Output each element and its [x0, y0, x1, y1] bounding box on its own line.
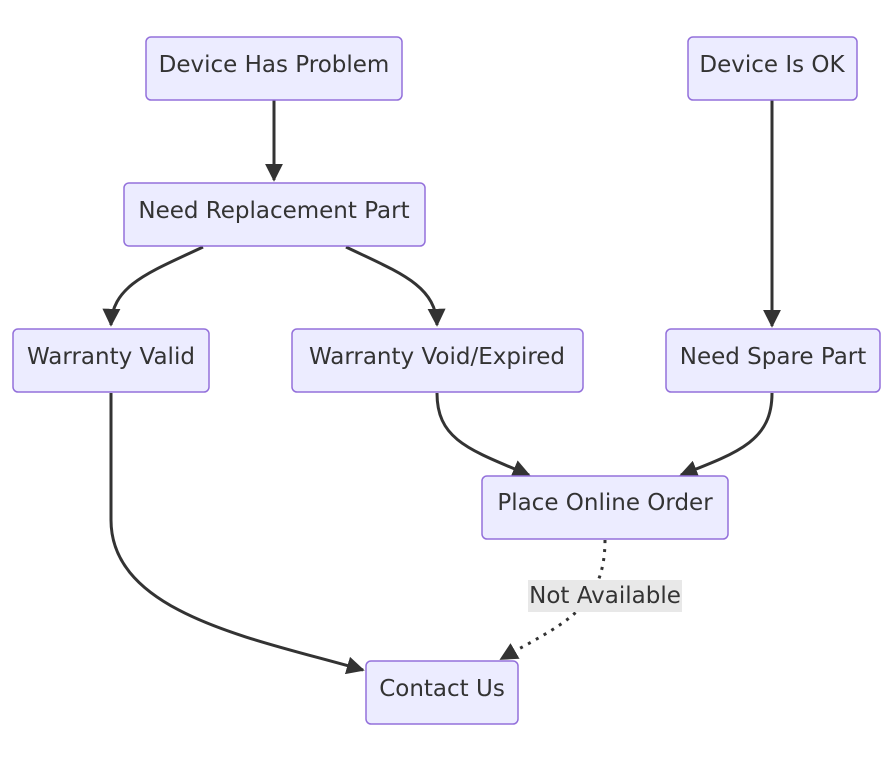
node-need-spare-part: Need Spare Part — [665, 328, 881, 393]
node-need-replacement-part: Need Replacement Part — [123, 182, 426, 247]
svg-text:Not Available: Not Available — [529, 583, 681, 609]
edge-replacement-to-warranty-void — [345, 245, 446, 327]
node-warranty-valid: Warranty Valid — [12, 328, 210, 393]
svg-text:Device Is OK: Device Is OK — [699, 52, 845, 78]
edge-label-not-available: Not Available — [528, 580, 682, 612]
svg-text:Device Has Problem: Device Has Problem — [159, 52, 390, 78]
svg-text:Need Replacement Part: Need Replacement Part — [138, 198, 409, 224]
edge-replacement-to-warranty-valid — [102, 245, 204, 327]
svg-text:Place Online Order: Place Online Order — [497, 490, 713, 516]
node-device-is-ok: Device Is OK — [687, 36, 858, 101]
svg-text:Warranty Valid: Warranty Valid — [27, 344, 195, 370]
edge-warranty-void-to-order — [435, 392, 531, 477]
edge-order-to-contact-dotted — [499, 539, 607, 661]
svg-text:Warranty Void/Expired: Warranty Void/Expired — [309, 344, 565, 370]
svg-text:Need Spare Part: Need Spare Part — [680, 344, 867, 370]
svg-text:Contact Us: Contact Us — [379, 676, 505, 702]
node-warranty-void-expired: Warranty Void/Expired — [291, 328, 584, 393]
node-contact-us: Contact Us — [365, 660, 519, 725]
node-place-online-order: Place Online Order — [481, 475, 729, 540]
edge-spare-to-order — [679, 392, 774, 478]
edge-warranty-valid-to-contact — [109, 393, 365, 675]
node-device-has-problem: Device Has Problem — [145, 36, 403, 101]
